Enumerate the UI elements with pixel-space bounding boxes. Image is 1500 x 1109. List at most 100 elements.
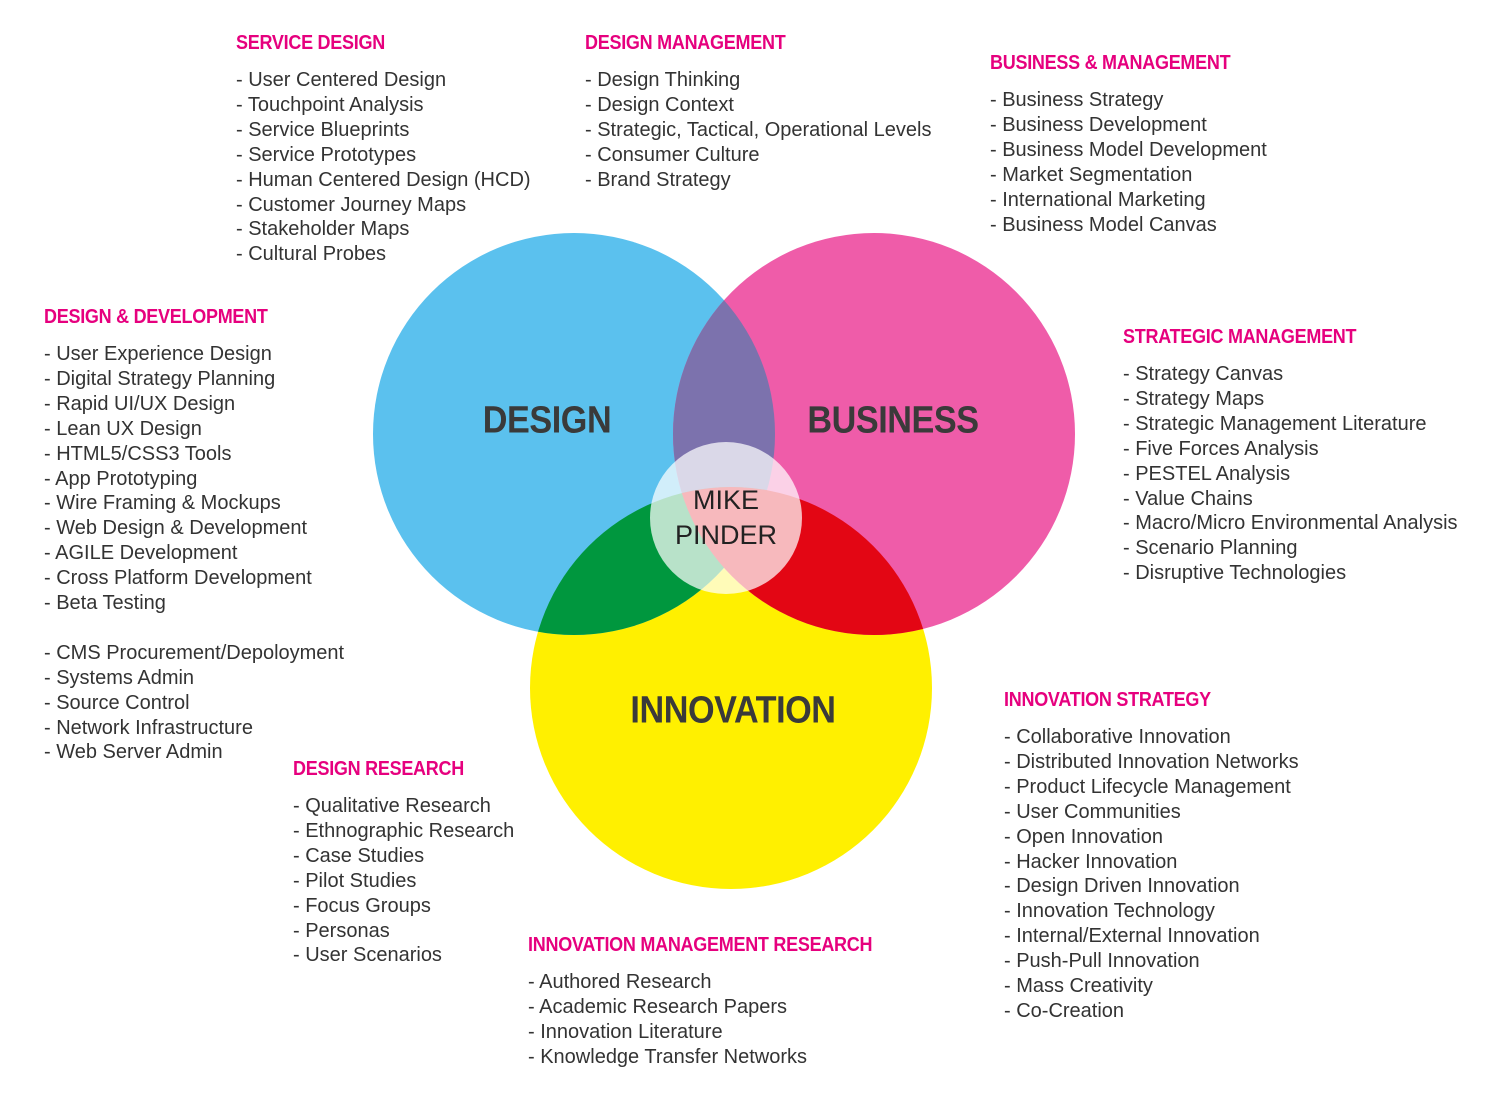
list-item: - Disruptive Technologies	[1123, 562, 1347, 585]
list-item: - Strategy Canvas	[1123, 363, 1284, 385]
innovation-management-research-block: INNOVATION MANAGEMENT RESEARCH - Authore…	[528, 933, 911, 1070]
design-development-list-extra: - CMS Procurement/Depoloyment- Systems A…	[44, 641, 344, 766]
design-management-list: - Design Thinking- Design Context- Strat…	[585, 68, 931, 193]
service-design-list: - User Centered Design- Touchpoint Analy…	[236, 68, 531, 267]
list-item: - Brand Strategy	[585, 168, 731, 191]
service-design-block: SERVICE DESIGN - User Centered Design- T…	[236, 31, 531, 267]
strategic-management-heading: STRATEGIC MANAGEMENT	[1123, 326, 1357, 348]
list-item: - Service Prototypes	[236, 143, 417, 166]
business-management-list: - Business Strategy- Business Developmen…	[990, 88, 1267, 237]
list-item: - Qualitative Research	[293, 795, 491, 817]
list-item: - Business Model Canvas	[990, 213, 1217, 236]
design-research-block: DESIGN RESEARCH - Qualitative Research- …	[293, 757, 514, 968]
design-innovation-overlap	[530, 487, 775, 635]
list-item: - Strategy Maps	[1123, 387, 1265, 410]
list-item: - User Centered Design	[236, 69, 447, 91]
list-item: - Academic Research Papers	[528, 995, 788, 1018]
list-item: - Design Thinking	[585, 69, 741, 91]
list-item: - Web Server Admin	[44, 741, 223, 764]
list-item: - Five Forces Analysis	[1123, 437, 1319, 460]
list-item: - Value Chains	[1123, 487, 1253, 510]
business-management-block: BUSINESS & MANAGEMENT - Business Strateg…	[990, 51, 1267, 237]
center-name-first: MIKE	[692, 485, 760, 515]
list-item: - Wire Framing & Mockups	[44, 492, 281, 515]
list-item: - Business Strategy	[990, 89, 1164, 111]
list-item: - CMS Procurement/Depoloyment	[44, 641, 345, 664]
list-item: - Stakeholder Maps	[236, 218, 410, 241]
list-item: - Pilot Studies	[293, 869, 417, 892]
center-name: MIKE PINDER	[675, 483, 777, 553]
design-development-block: DESIGN & DEVELOPMENT - User Experience D…	[44, 305, 344, 765]
list-item: - Systems Admin	[44, 666, 195, 689]
strategic-management-block: STRATEGIC MANAGEMENT - Strategy Canvas- …	[1123, 325, 1458, 586]
list-item: - Co-Creation	[1004, 999, 1125, 1022]
list-item: - Lean UX Design	[44, 417, 202, 440]
list-item: - Focus Groups	[293, 894, 431, 917]
innovation-management-research-list: - Authored Research- Academic Research P…	[528, 970, 911, 1070]
business-label: BUSINESS	[807, 399, 979, 442]
list-item: - Strategic Management Literature	[1123, 412, 1427, 435]
list-item: - Network Infrastructure	[44, 716, 253, 739]
list-item: - AGILE Development	[44, 542, 238, 565]
list-item: - Knowledge Transfer Networks	[528, 1045, 808, 1068]
list-item: - Design Driven Innovation	[1004, 875, 1240, 898]
list-item: - Authored Research	[528, 971, 712, 993]
list-item: - Digital Strategy Planning	[44, 367, 276, 390]
innovation-strategy-heading: INNOVATION STRATEGY	[1004, 689, 1211, 711]
list-item: - Market Segmentation	[990, 163, 1193, 186]
list-item: - Cultural Probes	[236, 243, 387, 266]
list-item: - Design Context	[585, 93, 734, 116]
design-management-block: DESIGN MANAGEMENT - Design Thinking- Des…	[585, 31, 931, 193]
innovation-label: INNOVATION	[630, 689, 836, 732]
design-label: DESIGN	[482, 399, 612, 442]
list-item: - Touchpoint Analysis	[236, 93, 424, 116]
list-item: - Web Design & Development	[44, 517, 308, 540]
design-development-heading: DESIGN & DEVELOPMENT	[44, 306, 268, 328]
list-item: - Ethnographic Research	[293, 819, 515, 842]
list-item: - Business Model Development	[990, 138, 1267, 161]
design-research-list: - Qualitative Research- Ethnographic Res…	[293, 794, 514, 968]
list-item: - Source Control	[44, 691, 190, 714]
list-item: - Customer Journey Maps	[236, 193, 467, 216]
list-item: - Mass Creativity	[1004, 975, 1153, 998]
design-management-heading: DESIGN MANAGEMENT	[585, 32, 786, 54]
innovation-strategy-block: INNOVATION STRATEGY - Collaborative Inno…	[1004, 688, 1299, 1024]
design-development-list: - User Experience Design- Digital Strate…	[44, 342, 344, 616]
list-item: - Macro/Micro Environmental Analysis	[1123, 512, 1458, 535]
list-item: - Distributed Innovation Networks	[1004, 750, 1299, 773]
business-innovation-overlap	[673, 487, 932, 635]
list-item: - Push-Pull Innovation	[1004, 950, 1200, 973]
list-item: - Product Lifecycle Management	[1004, 775, 1291, 798]
business-management-heading: BUSINESS & MANAGEMENT	[990, 52, 1231, 74]
list-item: - Collaborative Innovation	[1004, 726, 1231, 748]
list-item: - User Scenarios	[293, 944, 442, 967]
list-item: - Open Innovation	[1004, 825, 1163, 848]
list-item: - Personas	[293, 919, 390, 942]
list-item: - Service Blueprints	[236, 118, 410, 141]
list-item: - User Experience Design	[44, 343, 272, 365]
list-item: - Cross Platform Development	[44, 567, 312, 590]
center-circle	[650, 442, 802, 594]
list-item: - Human Centered Design (HCD)	[236, 168, 531, 191]
strategic-management-list: - Strategy Canvas- Strategy Maps- Strate…	[1123, 362, 1458, 586]
list-item: - User Communities	[1004, 800, 1181, 823]
service-design-heading: SERVICE DESIGN	[236, 32, 385, 54]
list-item: - Consumer Culture	[585, 143, 760, 166]
list-item: - Case Studies	[293, 844, 425, 867]
list-item: - Innovation Technology	[1004, 900, 1215, 923]
list-item: - Scenario Planning	[1123, 537, 1298, 560]
design-research-heading: DESIGN RESEARCH	[293, 758, 464, 780]
list-item: - PESTEL Analysis	[1123, 462, 1291, 485]
list-item: - App Prototyping	[44, 467, 198, 490]
list-item: - Internal/External Innovation	[1004, 925, 1260, 948]
list-item: - Rapid UI/UX Design	[44, 392, 236, 415]
innovation-management-research-heading: INNOVATION MANAGEMENT RESEARCH	[528, 934, 873, 956]
list-item: - Innovation Literature	[528, 1020, 723, 1043]
center-name-last: PINDER	[674, 520, 778, 550]
list-item: - Beta Testing	[44, 592, 166, 615]
list-item: - HTML5/CSS3 Tools	[44, 442, 232, 465]
list-item: - Strategic, Tactical, Operational Level…	[585, 118, 932, 141]
list-item: - Hacker Innovation	[1004, 850, 1178, 873]
list-item: - International Marketing	[990, 188, 1206, 211]
